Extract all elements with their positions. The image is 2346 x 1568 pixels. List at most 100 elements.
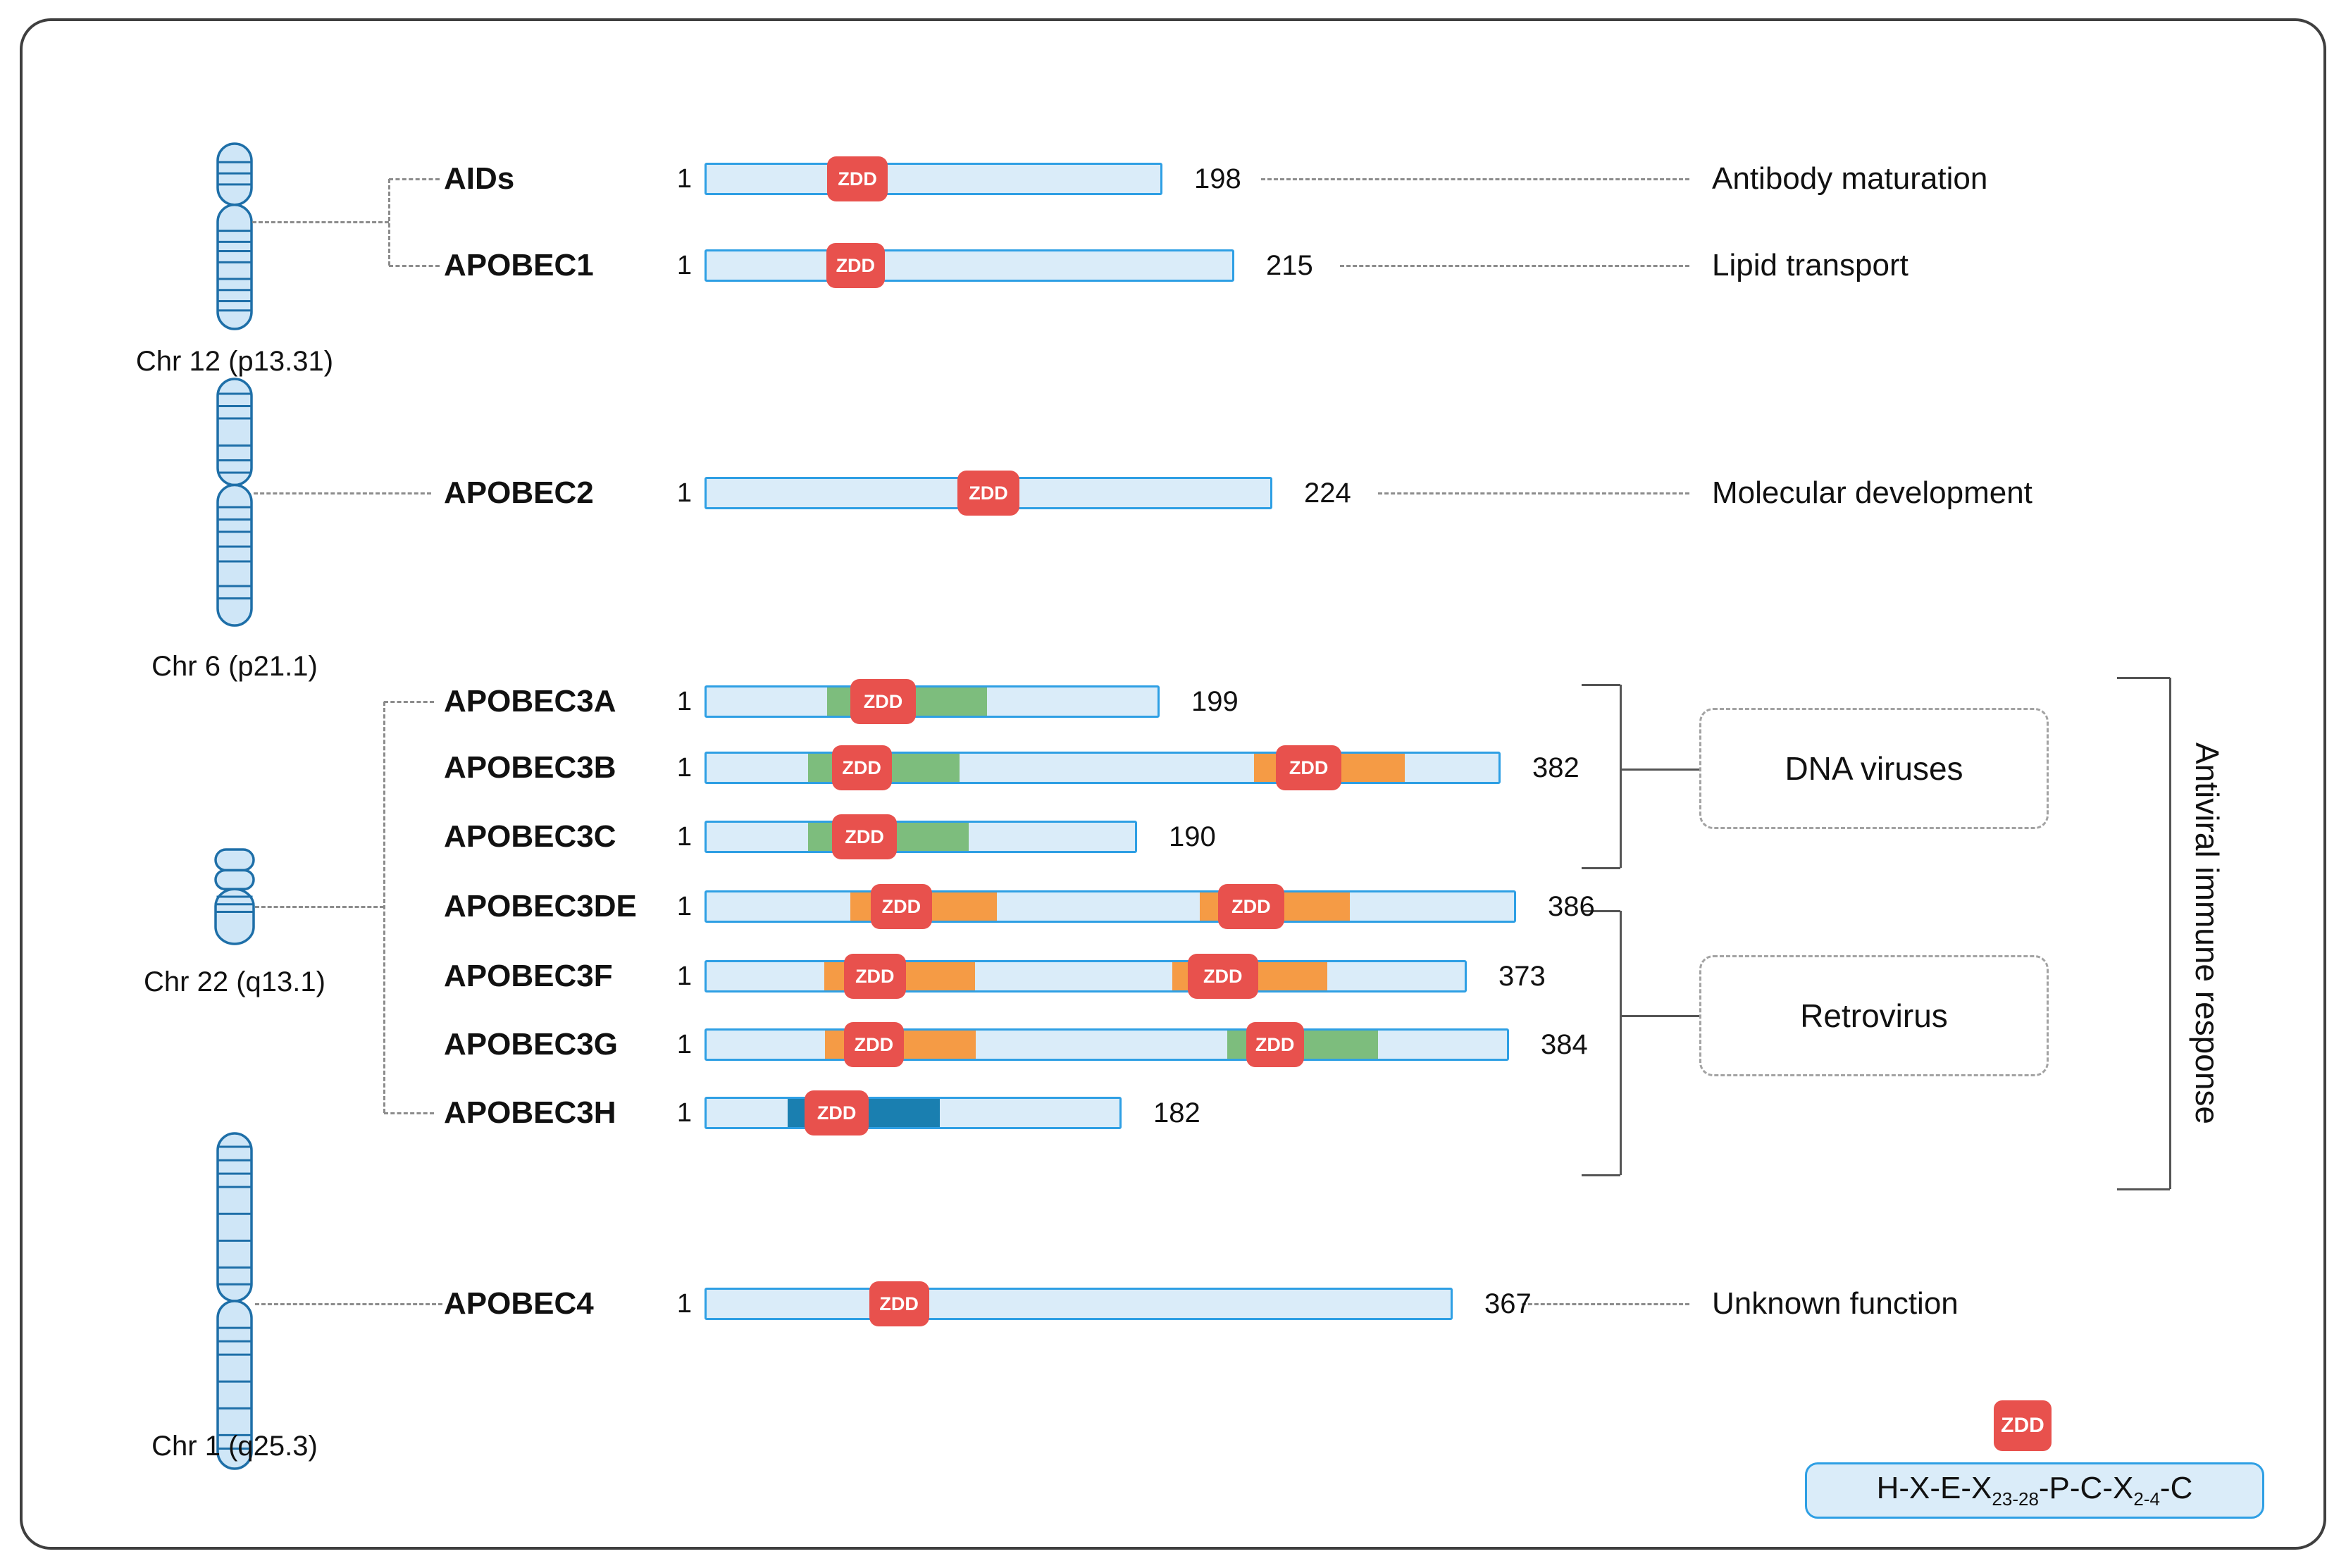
protein-length-label: 182 — [1153, 1097, 1200, 1128]
protein-start-position: 1 — [676, 251, 692, 280]
connector-dashed-line — [1261, 178, 1689, 180]
protein-length-label: 373 — [1498, 961, 1546, 992]
protein-start-position: 1 — [676, 687, 692, 716]
bracket-line — [1619, 911, 1622, 1175]
connector-dashed-line — [254, 492, 431, 494]
connector-dashed-line — [1522, 1302, 1689, 1305]
bracket-line — [1582, 866, 1620, 869]
zdd-domain: ZDD — [869, 1281, 929, 1326]
zdd-domain: ZDD — [1246, 1022, 1304, 1067]
zdd-domain: ZDD — [957, 471, 1020, 516]
zdd-domain: ZDD — [843, 1022, 905, 1067]
protein-domain-bar: ZDD ZDD — [705, 954, 1467, 999]
protein-name-label: APOBEC3B — [444, 750, 616, 785]
protein-domain-bar: ZDD — [705, 156, 1162, 201]
protein-name-label: APOBEC3H — [444, 1095, 616, 1130]
protein-name-label: APOBEC3DE — [444, 889, 637, 923]
protein-bar-body — [705, 890, 1516, 923]
bracket-line — [1620, 768, 1699, 771]
zdd-domain: ZDD — [1218, 884, 1284, 929]
protein-name-label: APOBEC3A — [444, 684, 616, 718]
connector-dashed-line — [252, 220, 389, 223]
chr6-location-label: Chr 6 (p21.1) — [151, 651, 318, 682]
zdd-domain: ZDD — [826, 243, 885, 288]
protein-length-label: 198 — [1194, 163, 1241, 194]
bracket-line — [2168, 678, 2171, 1189]
connector-dashed-line — [255, 905, 384, 908]
protein-name-label: APOBEC4 — [444, 1286, 594, 1321]
protein-domain-bar: ZDD — [705, 814, 1137, 859]
protein-name-label: APOBEC3C — [444, 819, 616, 854]
protein-length-label: 386 — [1548, 891, 1595, 922]
connector-dashed-line — [255, 1302, 442, 1305]
protein-length-label: 384 — [1541, 1029, 1588, 1060]
dna-viruses-label: DNA viruses — [1785, 750, 1963, 787]
protein-name-label: APOBEC3G — [444, 1027, 618, 1062]
protein-start-position: 1 — [676, 822, 692, 852]
zdd-domain: ZDD — [827, 156, 888, 201]
chr22-location-label: Chr 22 (q13.1) — [144, 966, 325, 997]
protein-bar-body — [705, 960, 1467, 993]
chr1-location-label: Chr 1 (q25.3) — [151, 1431, 318, 1462]
protein-domain-bar: ZDD — [705, 679, 1160, 724]
protein-start-position: 1 — [676, 962, 692, 991]
legend-zdd-label: ZDD — [2001, 1414, 2044, 1437]
protein-name-label: APOBEC3F — [444, 959, 613, 993]
connector-dashed-line — [389, 264, 440, 267]
protein-start-position: 1 — [676, 478, 692, 508]
protein-length-label: 367 — [1484, 1288, 1532, 1319]
chr12-ideogram — [216, 142, 253, 330]
protein-length-label: 224 — [1304, 478, 1351, 509]
protein-name-label: APOBEC2 — [444, 475, 594, 510]
protein-length-label: 199 — [1191, 686, 1239, 717]
zdd-domain: ZDD — [844, 954, 906, 999]
bracket-line — [1619, 685, 1622, 868]
protein-domain-bar: ZDD — [705, 471, 1272, 516]
chr6-ideogram — [216, 378, 253, 627]
connector-dashed-line — [384, 1112, 434, 1114]
chr1-ideogram — [216, 1132, 253, 1470]
chr12-location-label: Chr 12 (p13.31) — [135, 346, 334, 377]
protein-start-position: 1 — [676, 1098, 692, 1128]
protein-function-label: Antibody maturation — [1712, 161, 1988, 196]
protein-start-position: 1 — [676, 1289, 692, 1319]
retrovirus-group-box: Retrovirus — [1699, 955, 2049, 1076]
zdd-domain: ZDD — [1187, 954, 1258, 999]
zdd-domain: ZDD — [832, 814, 898, 859]
chr22-ideogram — [214, 848, 255, 945]
dna-viruses-group-box: DNA viruses — [1699, 708, 2049, 829]
protein-bar-body — [705, 1288, 1453, 1320]
zdd-domain: ZDD — [1276, 745, 1341, 790]
connector-dashed-line — [389, 178, 440, 180]
connector-dashed-line — [384, 700, 434, 703]
zdd-domain: ZDD — [850, 679, 917, 724]
connector-dashed-line — [383, 702, 385, 1113]
bracket-line — [1582, 909, 1620, 912]
protein-name-label: APOBEC1 — [444, 248, 594, 282]
protein-function-label: Lipid transport — [1712, 248, 1909, 282]
connector-dashed-line — [1340, 264, 1689, 267]
protein-domain-bar: ZDD — [705, 1090, 1122, 1135]
protein-start-position: 1 — [676, 1030, 692, 1059]
protein-length-label: 382 — [1532, 752, 1579, 783]
protein-domain-bar: ZDD — [705, 243, 1234, 288]
connector-dashed-line — [1378, 492, 1689, 494]
protein-function-label: Molecular development — [1712, 475, 2032, 510]
zdd-motif-text: H-X-E-X23-28-P-C-X2-4-C — [1876, 1471, 2193, 1510]
protein-domain-bar: ZDD ZDD — [705, 1022, 1509, 1067]
protein-length-label: 215 — [1266, 250, 1313, 281]
protein-function-label: Unknown function — [1712, 1286, 1959, 1321]
protein-start-position: 1 — [676, 892, 692, 921]
protein-domain-bar: ZDD — [705, 1281, 1453, 1326]
bracket-line — [1620, 1014, 1699, 1017]
protein-bar-body — [705, 249, 1234, 282]
protein-bar-body — [705, 163, 1162, 195]
zdd-domain: ZDD — [805, 1090, 869, 1135]
protein-start-position: 1 — [676, 753, 692, 783]
legend-zdd-motif-box: H-X-E-X23-28-P-C-X2-4-C — [1805, 1462, 2264, 1519]
protein-start-position: 1 — [676, 164, 692, 194]
connector-dashed-line — [387, 179, 390, 266]
protein-length-label: 190 — [1169, 821, 1216, 852]
